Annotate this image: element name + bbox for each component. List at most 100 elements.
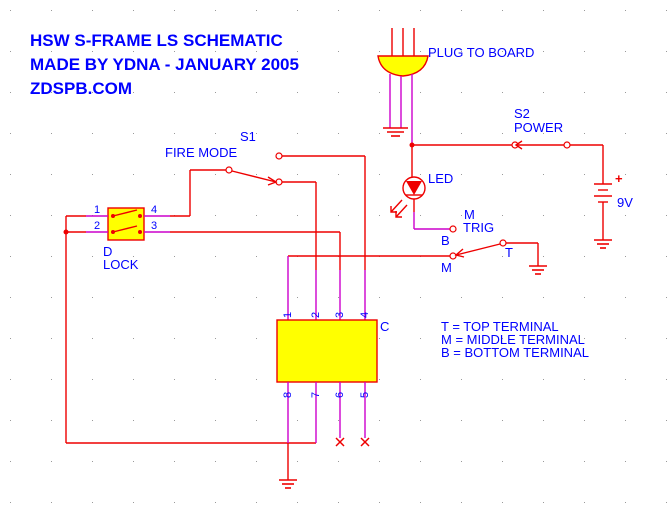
grid-dot: [51, 174, 52, 175]
lock-name: LOCK: [103, 257, 139, 272]
grid-dot: [584, 297, 585, 298]
grid-dot: [174, 461, 175, 462]
grid-dot: [338, 215, 339, 216]
lock-switch-d: 1 2 4 3 D LOCK: [86, 204, 170, 272]
grid-dot: [666, 92, 667, 93]
grid-dot: [502, 256, 503, 257]
led-label: LED: [428, 171, 453, 186]
grid-dot: [256, 92, 257, 93]
grid-dot: [215, 133, 216, 134]
grid-dot: [133, 461, 134, 462]
grid-dot: [338, 502, 339, 503]
title-block: HSW S-FRAME LS SCHEMATIC MADE BY YDNA - …: [30, 31, 299, 98]
battery-voltage: 9V: [617, 195, 633, 210]
grid-dot: [379, 379, 380, 380]
grid-dot: [379, 133, 380, 134]
grid-dot: [625, 51, 626, 52]
grid-dot: [297, 10, 298, 11]
grid-dot: [92, 133, 93, 134]
grid-dot: [133, 133, 134, 134]
grid-dot: [256, 133, 257, 134]
grid-dot: [666, 133, 667, 134]
grid-dot: [543, 10, 544, 11]
grid-dot: [10, 379, 11, 380]
grid-dot: [543, 256, 544, 257]
grid-dot: [420, 133, 421, 134]
trig-b: B: [441, 233, 450, 248]
grid-dot: [584, 133, 585, 134]
grid-dot: [174, 420, 175, 421]
grid-dot: [584, 502, 585, 503]
grid-dot: [625, 215, 626, 216]
trig-m: M: [441, 260, 452, 275]
grid-dot: [625, 256, 626, 257]
grid-dot: [666, 461, 667, 462]
grid-dot: [92, 51, 93, 52]
grid-dot: [666, 10, 667, 11]
grid-dot: [543, 502, 544, 503]
grid-dot: [92, 297, 93, 298]
grid-dot: [379, 420, 380, 421]
grid-dot: [338, 297, 339, 298]
grid-dot: [379, 297, 380, 298]
grid-dot: [215, 215, 216, 216]
grid-dot: [133, 51, 134, 52]
grid-dot: [92, 502, 93, 503]
grid-dot: [461, 92, 462, 93]
grid-dot: [420, 379, 421, 380]
grid-dot: [215, 174, 216, 175]
grid-dot: [51, 92, 52, 93]
grid-dot: [502, 174, 503, 175]
grid-dot: [625, 379, 626, 380]
grid-dot: [10, 502, 11, 503]
lock-pin-1: 1: [94, 204, 100, 216]
battery-ground-icon: [594, 239, 612, 249]
grid-dot: [215, 461, 216, 462]
grid-dot: [51, 502, 52, 503]
grid-dot: [420, 10, 421, 11]
grid-dot: [666, 338, 667, 339]
s2-name: POWER: [514, 120, 563, 135]
grid-dot: [215, 420, 216, 421]
grid-dot: [51, 133, 52, 134]
trig-t: T: [505, 245, 513, 260]
grid-dot: [502, 215, 503, 216]
plug-connector: PLUG TO BOARD: [377, 28, 534, 145]
grid-dot: [215, 297, 216, 298]
grid-dot: [666, 174, 667, 175]
grid-dot: [10, 461, 11, 462]
grid-dot: [584, 420, 585, 421]
grid-dot: [51, 51, 52, 52]
led: LED: [390, 145, 453, 230]
grid-dot: [256, 461, 257, 462]
grid-dot: [379, 174, 380, 175]
grid-dot: [92, 338, 93, 339]
grid-dot: [461, 51, 462, 52]
grid-dot: [256, 502, 257, 503]
grid-dot: [502, 379, 503, 380]
grid-dot: [256, 256, 257, 257]
chip-c: 1 2 3 4 8 7 6 5 C: [276, 270, 389, 443]
trig-switch: M TRIG B T M: [441, 207, 547, 275]
grid-dot: [461, 502, 462, 503]
grid-dot: [133, 338, 134, 339]
s2-ref: S2: [514, 106, 530, 121]
grid-dot: [461, 174, 462, 175]
grid-dot: [461, 379, 462, 380]
grid-dot: [379, 51, 380, 52]
grid-dot: [502, 92, 503, 93]
terminal-legend: T = TOP TERMINAL M = MIDDLE TERMINAL B =…: [441, 319, 589, 360]
grid-dot: [584, 256, 585, 257]
grid-dot: [297, 215, 298, 216]
grid-dot: [584, 92, 585, 93]
chip-ref: C: [380, 319, 389, 334]
chip-pin-5: 5: [359, 392, 371, 398]
grid-dot: [215, 10, 216, 11]
grid-dot: [10, 215, 11, 216]
grid-dot: [584, 10, 585, 11]
grid-dot: [338, 10, 339, 11]
grid-dot: [297, 461, 298, 462]
chip-pin-1: 1: [282, 312, 294, 318]
title-line-3: ZDSPB.COM: [30, 79, 132, 98]
grid-dot: [420, 502, 421, 503]
